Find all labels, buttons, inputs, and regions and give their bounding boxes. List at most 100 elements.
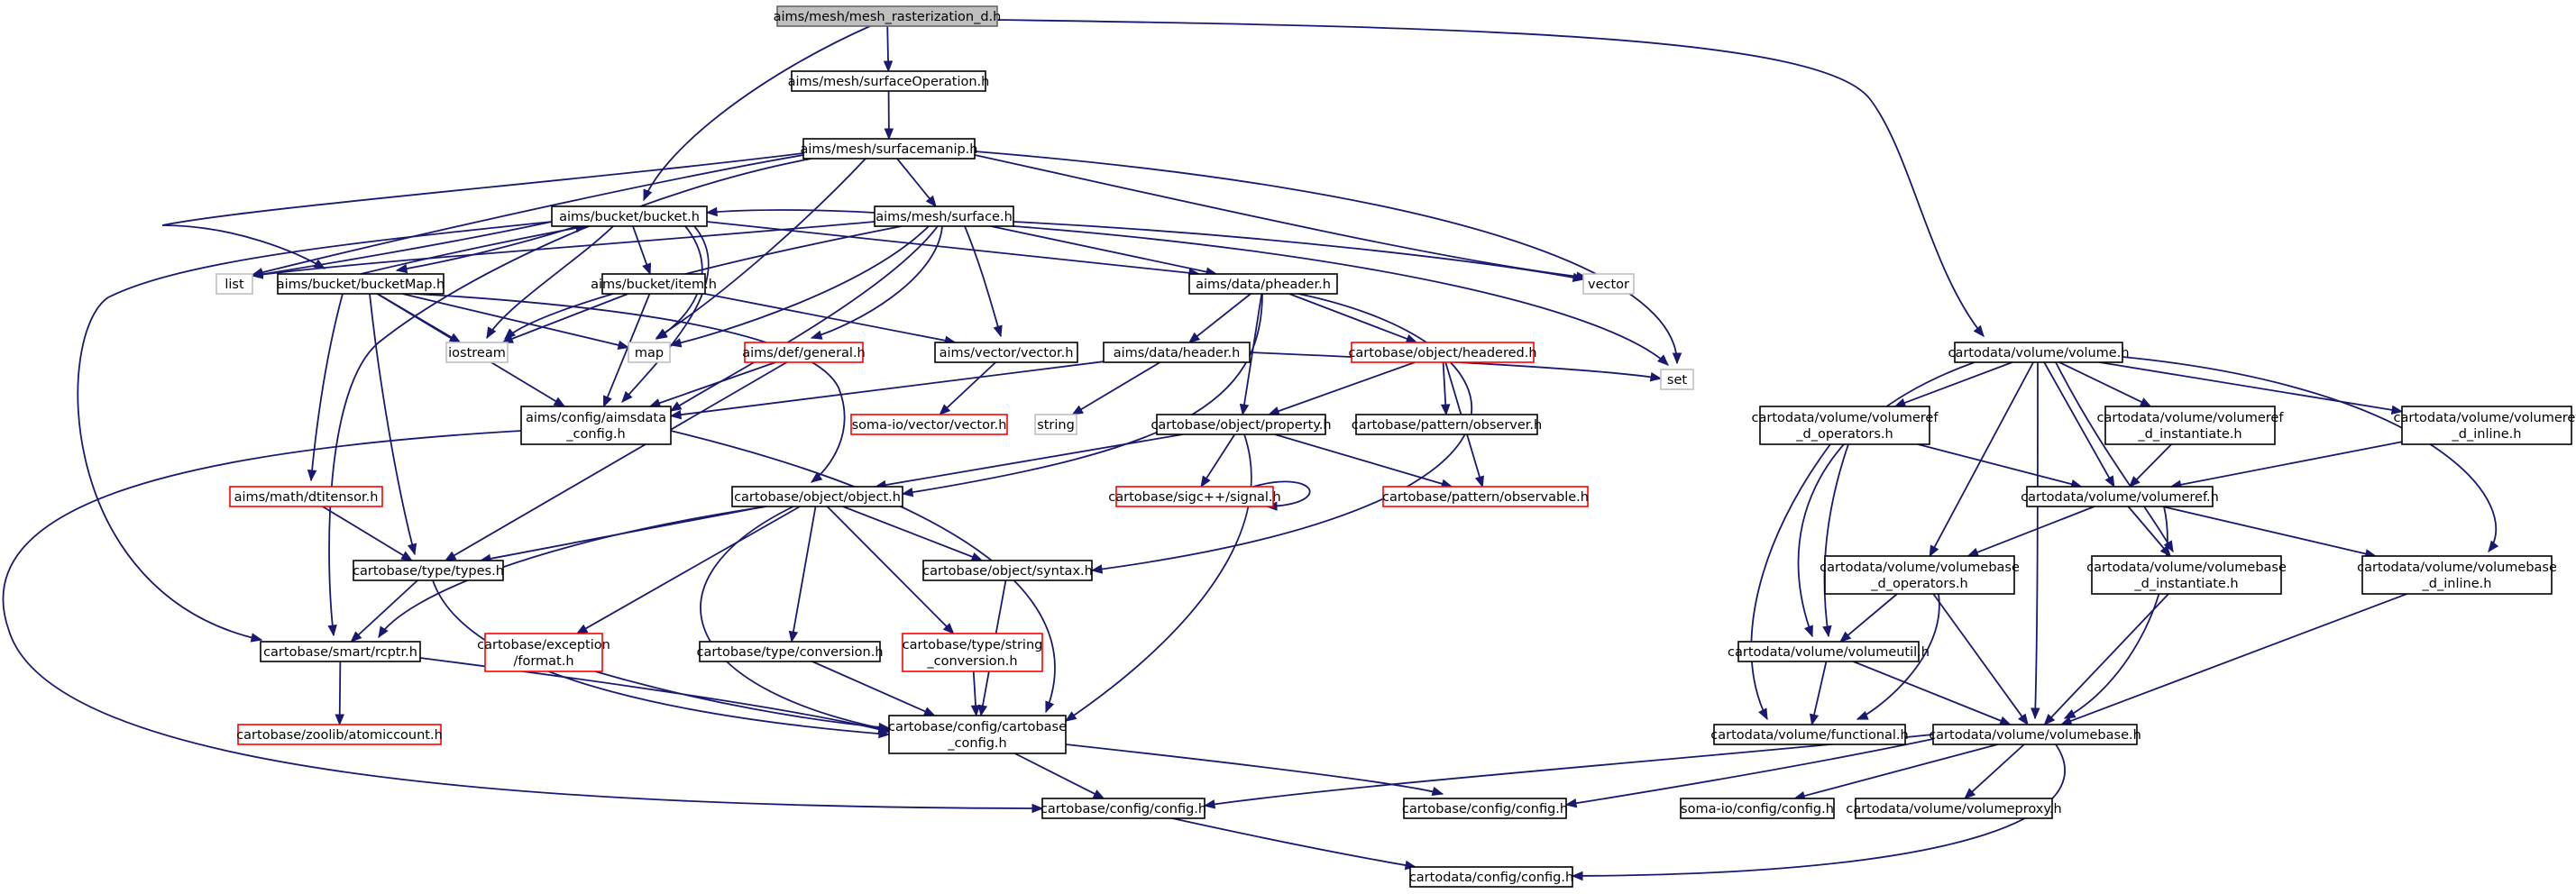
node-soma-io-vector-vector-h[interactable]: soma-io/vector/vector.h xyxy=(850,414,1008,435)
edge-line xyxy=(328,158,812,636)
node-cartodata-volume-functional-h[interactable]: cartodata/volume/functional.h xyxy=(1710,724,1909,745)
node-cartobase-object-headered-h[interactable]: cartobase/object/headered.h xyxy=(1348,342,1537,363)
node-cartobase-sigc-signal-h[interactable]: cartobase/sigc++/signal.h xyxy=(1108,486,1281,507)
node-cartodata-volume-volumebase-d-instantiate-h[interactable]: cartodata/volume/volumebase_d_instantiat… xyxy=(2086,555,2287,595)
node-aims-mesh-surfaceoperation-h[interactable]: aims/mesh/surfaceOperation.h xyxy=(788,70,990,92)
edge-arrowhead xyxy=(378,625,389,639)
node-cartodata-volume-volumeref-d-inline-h[interactable]: cartodata/volume/volumeref_d_inline.h xyxy=(2394,406,2576,445)
edge-vbops-to-vutil xyxy=(1839,593,1898,643)
edge-general-to-aimsdata xyxy=(648,361,776,408)
node-box xyxy=(731,486,903,507)
edge-line xyxy=(1204,734,1934,807)
edge-arrowhead xyxy=(307,470,317,482)
node-vector[interactable]: vector xyxy=(1582,273,1635,295)
node-cartobase-type-conversion-h[interactable]: cartobase/type/conversion.h xyxy=(696,641,884,662)
edge-arrowhead xyxy=(669,401,683,412)
node-cartobase-smart-rcptr-h[interactable]: cartobase/smart/rcptr.h xyxy=(260,641,421,662)
edge-vecvec-to-somavec xyxy=(939,361,996,415)
node-cartobase-config-config-h[interactable]: cartobase/config/config.h xyxy=(1040,798,1206,819)
node-label: _config.h xyxy=(947,736,1006,751)
node-label: aims/config/aimsdata xyxy=(526,411,666,425)
node-aims-bucket-bucketmap-h[interactable]: aims/bucket/bucketMap.h xyxy=(277,273,445,295)
node-cartodata-volume-volumeutil-h[interactable]: cartodata/volume/volumeutil.h xyxy=(1728,641,1930,662)
node-cartodata-volume-volumebase-h[interactable]: cartodata/volume/volumebase.h xyxy=(1929,724,2141,745)
node-aims-mesh-mesh-rasterization-d-h[interactable]: aims/mesh/mesh_rasterization_d.h xyxy=(774,5,1002,27)
node-soma-io-config-config-h[interactable]: soma-io/config/config.h xyxy=(1680,798,1835,819)
edge-arrowhead xyxy=(1809,713,1820,726)
node-label: aims/bucket/bucket.h xyxy=(559,210,700,224)
edge-arrowhead xyxy=(655,329,668,340)
edge-volume-to-vbinst xyxy=(2055,361,2174,553)
node-cartobase-type-string-conversion-h[interactable]: cartobase/type/string_conversion.h xyxy=(902,633,1043,672)
node-cartobase-object-syntax-h[interactable]: cartobase/object/syntax.h xyxy=(922,560,1093,581)
edge-line xyxy=(2043,361,2112,480)
edge-object-to-format xyxy=(575,506,801,634)
node-cartobase-pattern-observable-h[interactable]: cartobase/pattern/observable.h xyxy=(1382,486,1589,507)
edge-arrowhead xyxy=(486,326,497,340)
node-list[interactable]: list xyxy=(215,273,253,295)
edge-root-to-volume xyxy=(996,19,1985,338)
node-set[interactable]: set xyxy=(1660,369,1694,390)
edge-line xyxy=(1171,817,1416,868)
node-cartodata-volume-volumeref-d-operators-h[interactable]: cartodata/volume/volumeref_d_operators.h xyxy=(1752,406,1939,445)
edge-cbconfig-to-config2 xyxy=(1065,743,1444,797)
edge-volume-to-vrefinl xyxy=(2099,361,2404,415)
edge-vbase-to-somaconfig xyxy=(1793,743,1998,801)
node-box xyxy=(699,641,881,662)
node-cartobase-zoolib-atomiccount-h[interactable]: cartobase/zoolib/atomiccount.h xyxy=(236,724,443,745)
edge-surface-to-aimsdata xyxy=(669,225,939,412)
node-cartobase-config-config-h[interactable]: cartobase/config/config.h xyxy=(1402,798,1568,819)
node-cartodata-volume-volume-h[interactable]: cartodata/volume/volume.h xyxy=(1948,342,2130,363)
node-cartodata-volume-volumeproxy-h[interactable]: cartodata/volume/volumeproxy.h xyxy=(1846,798,2062,819)
node-cartodata-volume-volumeref-d-instantiate-h[interactable]: cartodata/volume/volumeref_d_instantiate… xyxy=(2097,406,2285,445)
edge-vrefinst-to-vref xyxy=(2128,443,2172,488)
node-cartobase-type-types-h[interactable]: cartobase/type/types.h xyxy=(353,560,504,581)
node-aims-config-aimsdata-config-h[interactable]: aims/config/aimsdata_config.h xyxy=(520,406,672,445)
node-cartodata-config-config-h[interactable]: cartodata/config/config.h xyxy=(1409,866,1573,888)
node-box xyxy=(802,138,976,160)
edge-line xyxy=(896,158,932,201)
node-aims-math-dtitensor-h[interactable]: aims/math/dtitensor.h xyxy=(229,486,383,507)
node-cartobase-config-cartobase-config-h[interactable]: cartobase/config/cartobase_config.h xyxy=(888,715,1067,754)
node-aims-bucket-item-h[interactable]: aims/bucket/item.h xyxy=(591,273,717,295)
node-label: vector xyxy=(1588,278,1629,292)
edge-arrowhead xyxy=(1405,333,1418,343)
node-box xyxy=(628,342,671,363)
edge-line xyxy=(1846,593,1898,637)
node-aims-vector-vector-h[interactable]: aims/vector/vector.h xyxy=(934,342,1078,363)
node-cartodata-volume-volumebase-d-inline-h[interactable]: cartodata/volume/volumebase_d_inline.h xyxy=(2357,555,2557,595)
node-cartobase-pattern-observer-h[interactable]: cartobase/pattern/observer.h xyxy=(1352,414,1542,435)
edge-line xyxy=(972,670,977,708)
edge-line xyxy=(704,293,948,342)
edge-line xyxy=(2122,356,2498,552)
edge-arrowhead xyxy=(925,195,937,208)
node-string[interactable]: string xyxy=(1034,414,1077,435)
node-cartodata-volume-volumebase-d-operators-h[interactable]: cartodata/volume/volumebase_d_operators.… xyxy=(1820,555,2020,595)
node-label: aims/def/general.h xyxy=(742,346,866,360)
node-cartobase-object-object-h[interactable]: cartobase/object/object.h xyxy=(731,486,903,507)
edge-headered-to-property xyxy=(1267,361,1416,416)
node-cartobase-exception-format-h[interactable]: cartobase/exception/format.h xyxy=(477,633,610,672)
node-aims-data-pheader-h[interactable]: aims/data/pheader.h xyxy=(1188,273,1338,295)
edge-arrowhead xyxy=(1929,544,1939,558)
edge-aimsdata-to-cbconfig xyxy=(670,430,1056,714)
edge-vbase-to-config1 xyxy=(1203,734,1934,809)
edge-arrowhead xyxy=(1203,799,1216,809)
edge-arrowhead xyxy=(1572,272,1585,283)
edge-line xyxy=(706,221,1200,275)
node-iostream[interactable]: iostream xyxy=(445,342,509,363)
node-cartobase-object-property-h[interactable]: cartobase/object/property.h xyxy=(1150,414,1332,435)
node-aims-bucket-bucket-h[interactable]: aims/bucket/bucket.h xyxy=(551,205,708,227)
edge-root-to-surfop xyxy=(883,25,894,73)
edge-arrowhead xyxy=(1804,625,1813,638)
node-label: set xyxy=(1667,373,1687,388)
edge-arrowhead xyxy=(1200,475,1211,488)
node-map[interactable]: map xyxy=(628,342,671,363)
node-aims-def-general-h[interactable]: aims/def/general.h xyxy=(742,342,866,363)
node-label: _d_instantiate.h xyxy=(2133,577,2238,591)
edge-line xyxy=(2178,441,2403,487)
node-cartodata-volume-volumeref-h[interactable]: cartodata/volume/volumeref.h xyxy=(2021,486,2219,507)
node-aims-mesh-surfacemanip-h[interactable]: aims/mesh/surfacemanip.h xyxy=(801,138,978,160)
node-aims-mesh-surface-h[interactable]: aims/mesh/surface.h xyxy=(874,205,1014,227)
node-aims-data-header-h[interactable]: aims/data/header.h xyxy=(1103,342,1251,363)
